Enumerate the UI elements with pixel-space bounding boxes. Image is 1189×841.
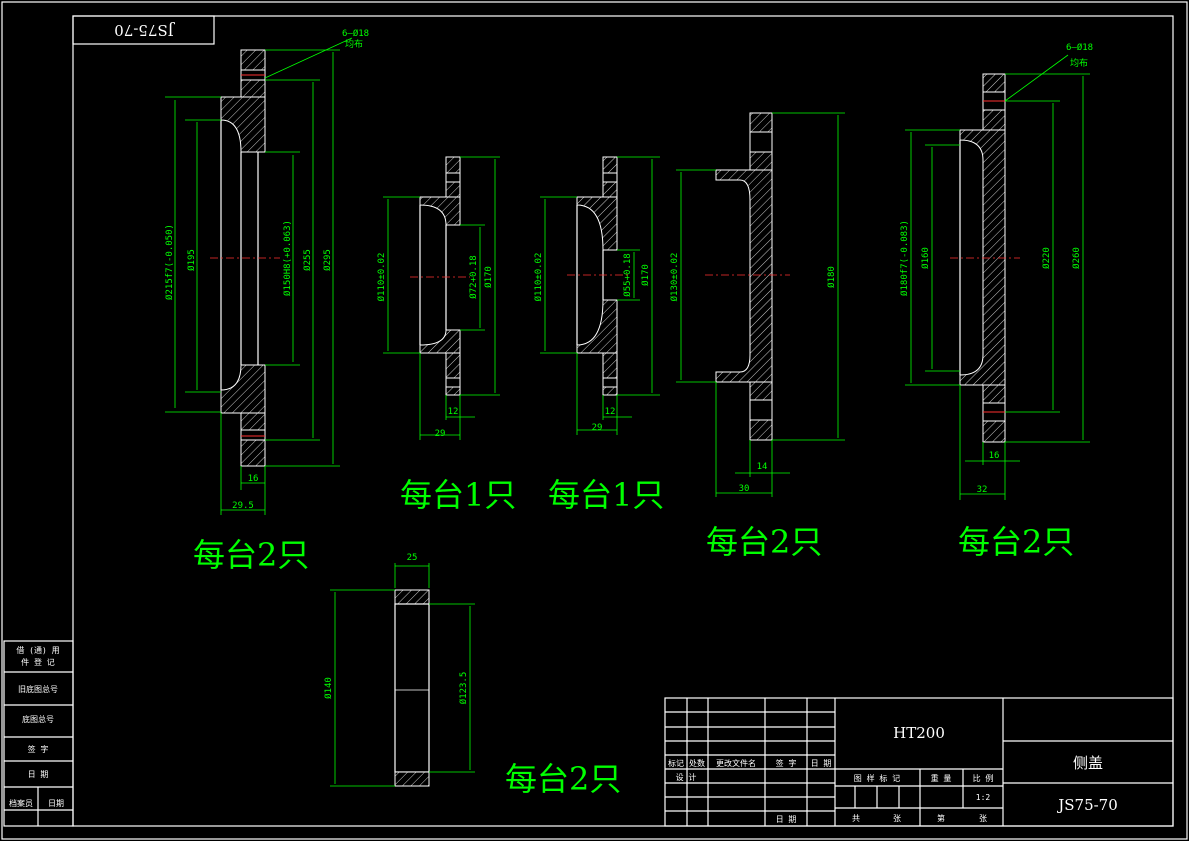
part3-dim-w1: 12 xyxy=(605,407,616,417)
part3-dim-d3: Ø170 xyxy=(640,264,651,286)
title-block: HT200 侧盖 JS75-70 标记 处数 更改文件名 签 字 日 期 设 计… xyxy=(664,697,1174,827)
scale-value: 1:2 xyxy=(976,793,991,802)
part1-hole-note-1: 6—Ø18 xyxy=(342,28,369,39)
left-strip-r1b: 件 登 记 xyxy=(21,657,55,667)
part5-dim-d2: Ø160 xyxy=(920,247,931,269)
part1-quantity: 每台2只 xyxy=(193,536,309,574)
stage-header-1: 重 量 xyxy=(931,773,952,783)
part4-quantity: 每台2只 xyxy=(706,523,822,561)
part2-dim-d3: Ø170 xyxy=(483,266,494,288)
part6-dim-d1: Ø140 xyxy=(323,677,334,699)
part2-dim-d2: Ø72+0.18 xyxy=(468,255,479,298)
rev-header-1: 处数 xyxy=(689,758,705,768)
part2-dim-d1: Ø110±0.02 xyxy=(376,253,387,302)
left-strip-r6a: 档案员 xyxy=(9,798,33,808)
part5-quantity: 每台2只 xyxy=(958,523,1074,561)
part3-dim-d2: Ø55+0.18 xyxy=(622,253,633,296)
left-strip-r6b: 日期 xyxy=(48,799,64,808)
part1-hole-note-2: 均布 xyxy=(345,38,363,50)
design-label: 设 计 xyxy=(676,772,697,782)
part4-section: Ø130±0.02 Ø180 14 30 每台2只 xyxy=(669,112,845,561)
left-strip-r4: 签 字 xyxy=(28,744,49,754)
part1-dim-w2: 29.5 xyxy=(232,501,254,511)
part3-dim-w2: 29 xyxy=(592,423,603,433)
inner-frame xyxy=(72,15,1174,827)
material-text: HT200 xyxy=(893,724,945,742)
sheet-word2-label: 张 xyxy=(979,814,987,823)
drawing-number-text: JS75-70 xyxy=(114,21,176,39)
part5-dim-d3: Ø220 xyxy=(1041,247,1052,269)
part4-dim-d1: Ø130±0.02 xyxy=(669,253,680,302)
part2-quantity: 每台1只 xyxy=(400,476,516,514)
part3-dim-d1: Ø110±0.02 xyxy=(533,253,544,302)
part3-section: Ø110±0.02 Ø55+0.18 Ø170 12 29 每台1只 xyxy=(533,156,664,514)
part5-dim-w1: 16 xyxy=(989,451,1000,461)
part1-dim-d5: Ø295 xyxy=(322,249,333,271)
date-label: 日 期 xyxy=(776,815,797,824)
rev-header-0: 标记 xyxy=(668,758,684,768)
part5-dim-w2: 32 xyxy=(977,485,988,495)
part1-dim-d3: Ø150H8(+0.063) xyxy=(282,220,293,296)
part2-section: Ø110±0.02 Ø72+0.18 Ø170 12 29 每台1只 xyxy=(376,156,516,514)
part1-section: Ø215f7(-0.050) Ø195 Ø150H8(+0.063) Ø255 … xyxy=(164,28,369,574)
sheet-word-label: 张 xyxy=(893,814,901,823)
stage-header-0: 图 样 标 记 xyxy=(854,773,900,783)
part6-section: 25 Ø140 Ø123.5 每台2只 xyxy=(323,553,621,798)
part5-hole-note-1: 6—Ø18 xyxy=(1066,42,1093,53)
part5-dim-d1: Ø180f7(-0.083) xyxy=(899,220,910,296)
stage-header-2: 比 例 xyxy=(973,773,994,783)
part3-quantity: 每台1只 xyxy=(548,476,664,514)
part2-dim-w1: 12 xyxy=(448,407,459,417)
part-name-text: 侧盖 xyxy=(1073,754,1103,772)
part6-quantity: 每台2只 xyxy=(505,760,621,798)
sheet-total-label: 共 xyxy=(852,814,860,823)
part5-section: Ø180f7(-0.083) Ø160 Ø220 Ø260 16 32 6—Ø1… xyxy=(899,42,1093,561)
rev-header-3: 签 字 xyxy=(776,758,797,768)
part5-hole-note-2: 均布 xyxy=(1070,57,1088,69)
part1-dim-w1: 16 xyxy=(248,474,259,484)
part6-dim-width: 25 xyxy=(407,553,418,563)
part4-dim-w2: 30 xyxy=(739,484,750,494)
left-strip-r2: 旧底图总号 xyxy=(18,684,58,694)
drawing-no-text: JS75-70 xyxy=(1056,796,1118,814)
part6-dim-d2: Ø123.5 xyxy=(458,672,469,705)
drawing-number-box: JS75-70 xyxy=(72,15,215,45)
sheet-no-label: 第 xyxy=(937,813,945,823)
rev-header-4: 日 期 xyxy=(811,759,832,768)
part1-dim-d1: Ø215f7(-0.050) xyxy=(164,224,175,300)
part1-dim-d4: Ø255 xyxy=(302,249,313,271)
left-strip-r5: 日 期 xyxy=(28,770,49,779)
rev-header-2: 更改文件名 xyxy=(716,758,756,768)
part4-dim-d2: Ø180 xyxy=(826,266,837,288)
left-strip-r1a: 借 (通) 用 xyxy=(16,645,59,655)
part5-dim-d4: Ø260 xyxy=(1071,247,1082,269)
part4-dim-w1: 14 xyxy=(757,462,768,472)
part1-dim-d2: Ø195 xyxy=(186,249,197,271)
left-strip-r3: 底图总号 xyxy=(22,714,54,724)
part2-dim-w2: 29 xyxy=(435,429,446,439)
left-strip: 借 (通) 用 件 登 记 旧底图总号 底图总号 签 字 日 期 档案员 日期 xyxy=(3,640,74,827)
